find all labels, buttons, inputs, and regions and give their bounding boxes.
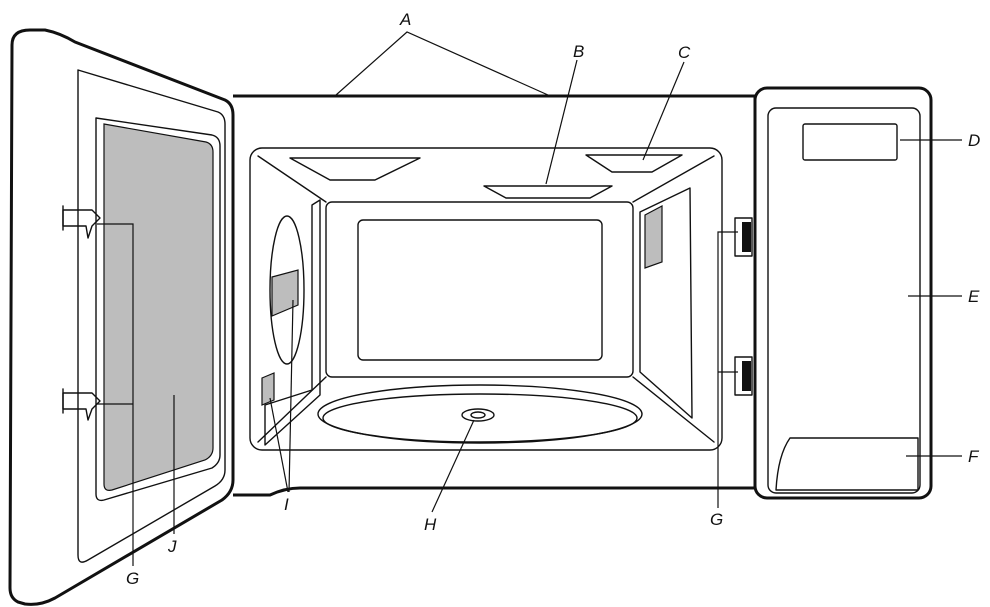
left-wall-vent bbox=[261, 372, 275, 406]
door-latch-upper bbox=[62, 205, 101, 239]
control-panel-inner bbox=[767, 107, 921, 494]
callout-labels: A B C D E F G G H I J bbox=[126, 10, 980, 588]
top-light bbox=[585, 154, 683, 173]
label-c: C bbox=[678, 43, 691, 62]
door-inner-frame bbox=[77, 69, 226, 563]
label-j: J bbox=[167, 537, 177, 556]
label-g-left: G bbox=[126, 569, 139, 588]
door bbox=[8, 28, 235, 606]
turntable-hub bbox=[461, 408, 495, 422]
label-i: I bbox=[284, 495, 289, 514]
latch-hole-lower bbox=[734, 356, 753, 396]
door-window-frame bbox=[95, 117, 221, 502]
left-wall-oval bbox=[269, 215, 305, 365]
label-b: B bbox=[573, 42, 584, 61]
label-g-right: G bbox=[710, 510, 723, 529]
control-panel[interactable] bbox=[753, 86, 933, 500]
latch-hole-upper-fill bbox=[742, 222, 751, 252]
label-a: A bbox=[399, 10, 411, 29]
control-panel-frame bbox=[753, 86, 933, 500]
oven-body bbox=[233, 94, 757, 497]
turntable-shaft bbox=[470, 411, 486, 419]
turntable-inner bbox=[322, 393, 638, 443]
leader-lines bbox=[97, 31, 962, 566]
label-f: F bbox=[968, 447, 980, 466]
latch-hole-lower-fill bbox=[742, 361, 751, 391]
cavity-face bbox=[249, 147, 723, 451]
label-e: E bbox=[968, 287, 980, 306]
right-wall-panel bbox=[639, 187, 693, 419]
turntable-outer bbox=[317, 384, 643, 444]
door-latch-lower bbox=[62, 388, 101, 421]
door-outer-frame bbox=[8, 28, 235, 606]
latch-hole-upper bbox=[734, 217, 753, 257]
left-wall-window bbox=[271, 269, 299, 317]
left-wall-panel bbox=[264, 199, 321, 446]
label-d: D bbox=[968, 131, 980, 150]
door-window bbox=[103, 123, 214, 491]
cavity-back-wall bbox=[325, 201, 634, 378]
door-release-button[interactable] bbox=[775, 437, 919, 491]
right-wall-vent bbox=[644, 205, 663, 269]
top-vent-left bbox=[289, 157, 421, 181]
cavity-back-panel bbox=[357, 219, 603, 361]
label-h: H bbox=[424, 515, 437, 534]
waveguide-cover bbox=[483, 185, 613, 199]
display-window bbox=[802, 123, 898, 161]
